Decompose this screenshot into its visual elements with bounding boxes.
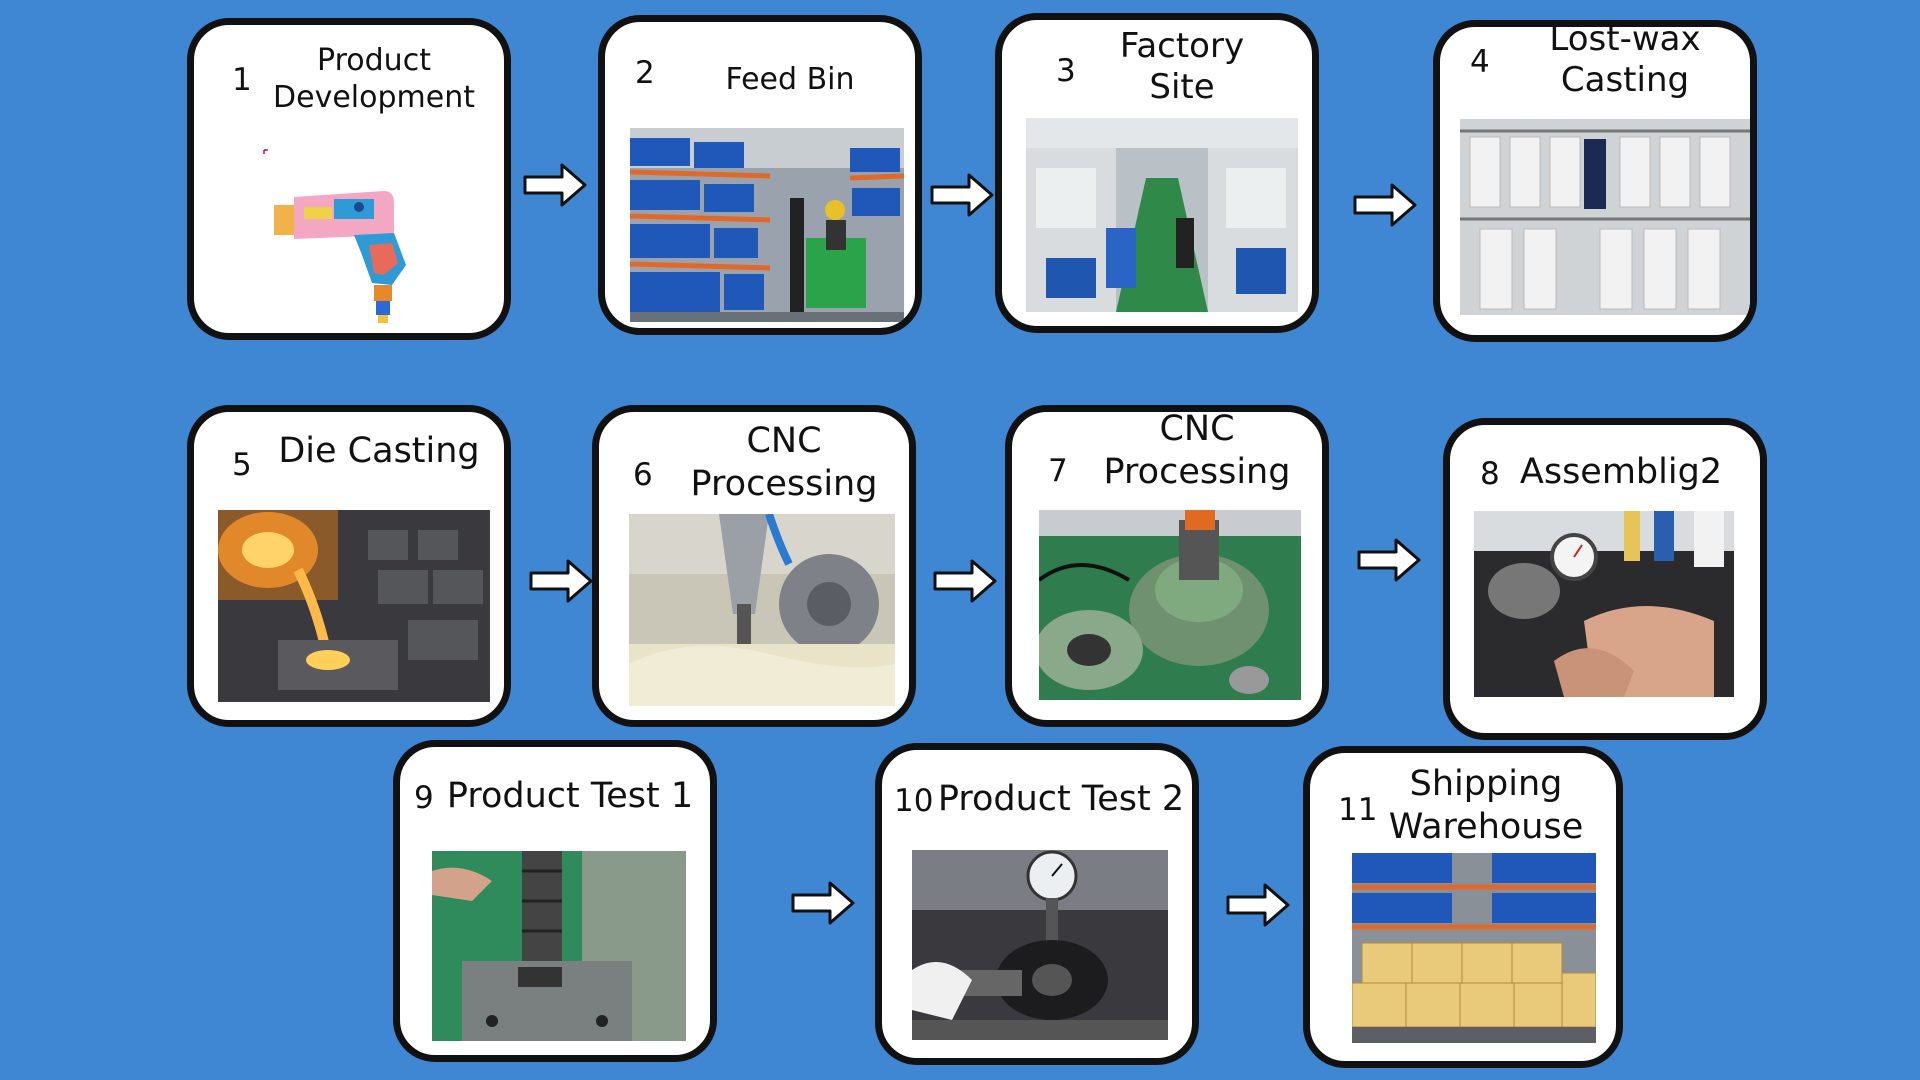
step-number: 6 — [633, 457, 653, 493]
step-title: Product Development — [273, 43, 475, 115]
warehouse-racks-forklift-photo — [630, 128, 904, 322]
step-card-5: 5 Die Casting — [187, 405, 511, 727]
step-card-10: 10 Product Test 2 — [875, 743, 1199, 1065]
step-number: 11 — [1338, 792, 1378, 828]
step-number: 9 — [414, 780, 434, 816]
step-number: 7 — [1048, 453, 1068, 489]
cnc-milling-photo — [629, 514, 895, 706]
step-number: 5 — [232, 447, 252, 483]
step-card-4: 4 Lost-wax Casting — [1433, 20, 1757, 342]
right-arrow-icon — [790, 878, 856, 928]
screw-gun-cutaway-drawing — [234, 135, 474, 325]
step-card-3: 3 Factory Site — [995, 13, 1319, 333]
right-arrow-icon — [929, 170, 995, 220]
cnc-fixture-photo — [1039, 510, 1301, 700]
assembly-dial-gauge-photo — [1474, 511, 1734, 697]
step-title: Lost-wax Casting — [1549, 20, 1701, 101]
step-title: Feed Bin — [725, 62, 855, 97]
step-title: CNC Processing — [690, 421, 878, 504]
step-number: 2 — [635, 55, 655, 91]
step-card-6: 6 CNC Processing — [592, 405, 916, 727]
right-arrow-icon — [1225, 880, 1291, 930]
step-card-8: 8 Assemblig2 — [1443, 418, 1767, 740]
step-number: 4 — [1470, 44, 1490, 80]
step-number: 3 — [1056, 53, 1076, 89]
shipping-boxes-photo — [1352, 853, 1596, 1043]
pressure-gauge-test-photo — [912, 850, 1168, 1040]
step-title: Factory Site — [1119, 26, 1245, 108]
step-card-1: 1 Product Development — [187, 18, 511, 340]
step-title: Product Test 1 — [446, 776, 694, 816]
wax-molds-photo — [1460, 119, 1750, 315]
right-arrow-icon — [522, 160, 588, 210]
step-card-11: 11 Shipping Warehouse — [1303, 746, 1623, 1068]
factory-floor-photo — [1026, 118, 1298, 312]
right-arrow-icon — [1356, 535, 1422, 585]
step-title: Product Test 2 — [937, 779, 1185, 819]
press-test-photo — [432, 851, 686, 1041]
step-number: 8 — [1480, 456, 1500, 492]
step-number: 10 — [894, 783, 934, 819]
step-card-2: 2 Feed Bin — [598, 15, 922, 335]
molten-metal-pour-photo — [218, 510, 490, 702]
right-arrow-icon — [1352, 180, 1418, 230]
step-number: 1 — [232, 62, 252, 98]
step-title: Die Casting — [278, 431, 480, 471]
step-title: Assemblig2 — [1519, 452, 1723, 492]
step-title: Shipping Warehouse — [1388, 764, 1584, 847]
step-card-7: 7 CNC Processing — [1005, 405, 1329, 727]
step-title: CNC Processing — [1103, 409, 1291, 492]
right-arrow-icon — [528, 556, 594, 606]
right-arrow-icon — [932, 556, 998, 606]
step-card-9: 9 Product Test 1 — [393, 740, 717, 1062]
